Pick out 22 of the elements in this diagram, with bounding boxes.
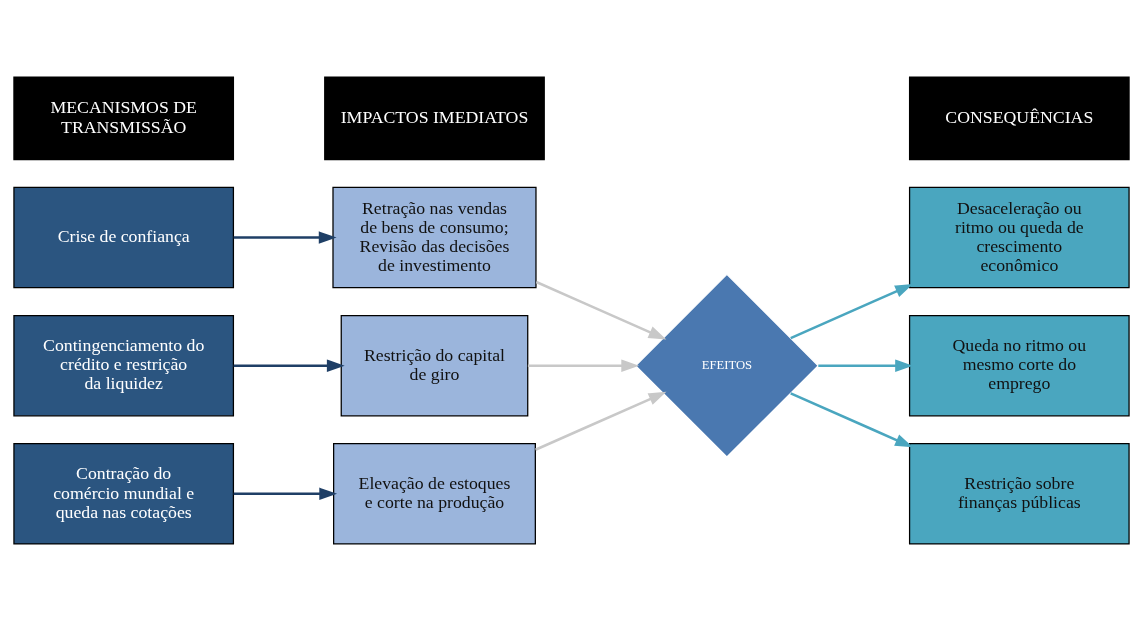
node-box: MECANISMOS DE TRANSMISSÃO bbox=[13, 76, 235, 161]
node-box: Elevação de estoques e corte na produção bbox=[333, 443, 536, 545]
arrow bbox=[233, 487, 338, 501]
arrow bbox=[535, 280, 667, 340]
node-box: Contração do comércio mundial e queda nas cotações bbox=[13, 443, 235, 545]
node-box: Restrição sobre finanças públicas bbox=[908, 443, 1130, 545]
arrow bbox=[527, 359, 640, 372]
arrow bbox=[233, 359, 345, 372]
node-diamond: EFEITOS bbox=[634, 273, 820, 458]
node-box: Contingenciamento do crédito e restrição da liquidez bbox=[13, 314, 235, 417]
node-box: CONSEQUÊNCIAS bbox=[908, 76, 1130, 161]
arrow bbox=[535, 391, 667, 451]
arrow bbox=[233, 231, 337, 244]
node-box: Retração nas vendas de bens de consumo; Revisão das decisões de investimento bbox=[332, 186, 537, 289]
node-box: IMPACTOS IMEDIATOS bbox=[324, 76, 545, 161]
arrow bbox=[818, 359, 913, 372]
node-box: Desaceleração ou ritmo ou queda de crescimento econômico bbox=[908, 186, 1130, 289]
node-box: Queda no ritmo ou mesmo corte do emprego bbox=[908, 314, 1130, 417]
node-box: Crise de confiança bbox=[13, 186, 235, 289]
arrow bbox=[790, 392, 913, 448]
node-box: Restrição do capital de giro bbox=[340, 314, 529, 417]
arrow bbox=[790, 284, 913, 340]
